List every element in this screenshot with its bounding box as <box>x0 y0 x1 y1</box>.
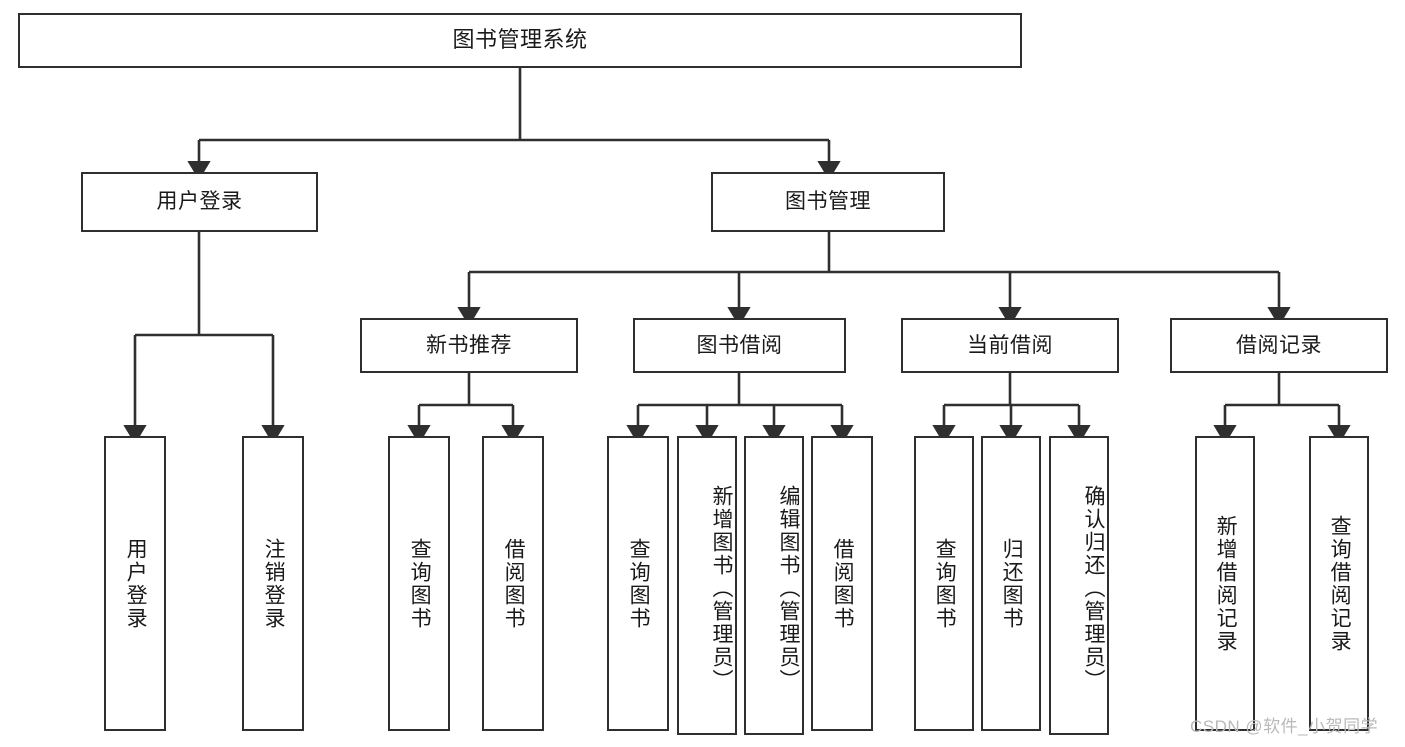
node-query-book-current-label: 查询图书 <box>933 537 957 630</box>
node-current-borrow-label: 当前借阅 <box>967 333 1053 357</box>
node-book-borrow[interactable]: 图书借阅 <box>633 318 846 373</box>
node-query-borrow-record-label: 查询借阅记录 <box>1328 514 1352 653</box>
node-add-book-admin-label: 新增图书（管理员） <box>710 485 733 692</box>
node-query-book-rec[interactable]: 查询图书 <box>388 436 450 731</box>
node-confirm-return-admin[interactable]: 确认归还（管理员） <box>1049 436 1109 735</box>
node-logout-action-label: 注销登录 <box>262 537 286 630</box>
node-borrow-book-rec-label: 借阅图书 <box>502 537 526 630</box>
node-query-book-rec-label: 查询图书 <box>408 537 432 630</box>
node-return-book[interactable]: 归还图书 <box>981 436 1041 731</box>
node-current-borrow[interactable]: 当前借阅 <box>901 318 1119 373</box>
node-edit-book-admin-label: 编辑图书（管理员） <box>777 485 800 692</box>
node-new-book-rec[interactable]: 新书推荐 <box>360 318 578 373</box>
node-add-borrow-record-label: 新增借阅记录 <box>1214 514 1238 653</box>
node-add-book-admin[interactable]: 新增图书（管理员） <box>677 436 737 735</box>
node-new-book-rec-label: 新书推荐 <box>426 333 512 357</box>
node-borrow-record-label: 借阅记录 <box>1236 333 1322 357</box>
node-root[interactable]: 图书管理系统 <box>18 13 1022 68</box>
csdn-watermark-text: CSDN @软件_小贺同学 <box>1190 717 1379 736</box>
node-user-login-action[interactable]: 用户登录 <box>104 436 166 731</box>
node-edit-book-admin[interactable]: 编辑图书（管理员） <box>744 436 804 735</box>
node-user-login[interactable]: 用户登录 <box>81 172 318 232</box>
node-query-borrow-record[interactable]: 查询借阅记录 <box>1309 436 1369 731</box>
node-book-borrow-label: 图书借阅 <box>696 333 783 357</box>
node-query-book-borrow[interactable]: 查询图书 <box>607 436 669 731</box>
node-user-login-action-label: 用户登录 <box>124 537 148 630</box>
node-query-book-borrow-label: 查询图书 <box>627 537 651 630</box>
node-borrow-book-rec[interactable]: 借阅图书 <box>482 436 544 731</box>
node-borrow-record[interactable]: 借阅记录 <box>1170 318 1388 373</box>
node-query-book-current[interactable]: 查询图书 <box>914 436 974 731</box>
node-book-manage-label: 图书管理 <box>785 190 871 214</box>
csdn-watermark: CSDN @软件_小贺同学 <box>1190 712 1378 737</box>
node-borrow-book-action-label: 借阅图书 <box>831 537 855 630</box>
node-user-login-label: 用户登录 <box>156 190 243 214</box>
node-add-borrow-record[interactable]: 新增借阅记录 <box>1195 436 1255 731</box>
node-return-book-label: 归还图书 <box>1000 537 1024 630</box>
node-confirm-return-admin-label: 确认归还（管理员） <box>1082 485 1105 692</box>
node-logout-action[interactable]: 注销登录 <box>242 436 304 731</box>
node-borrow-book-action[interactable]: 借阅图书 <box>811 436 873 731</box>
node-book-manage[interactable]: 图书管理 <box>711 172 945 232</box>
node-root-label: 图书管理系统 <box>452 27 588 53</box>
